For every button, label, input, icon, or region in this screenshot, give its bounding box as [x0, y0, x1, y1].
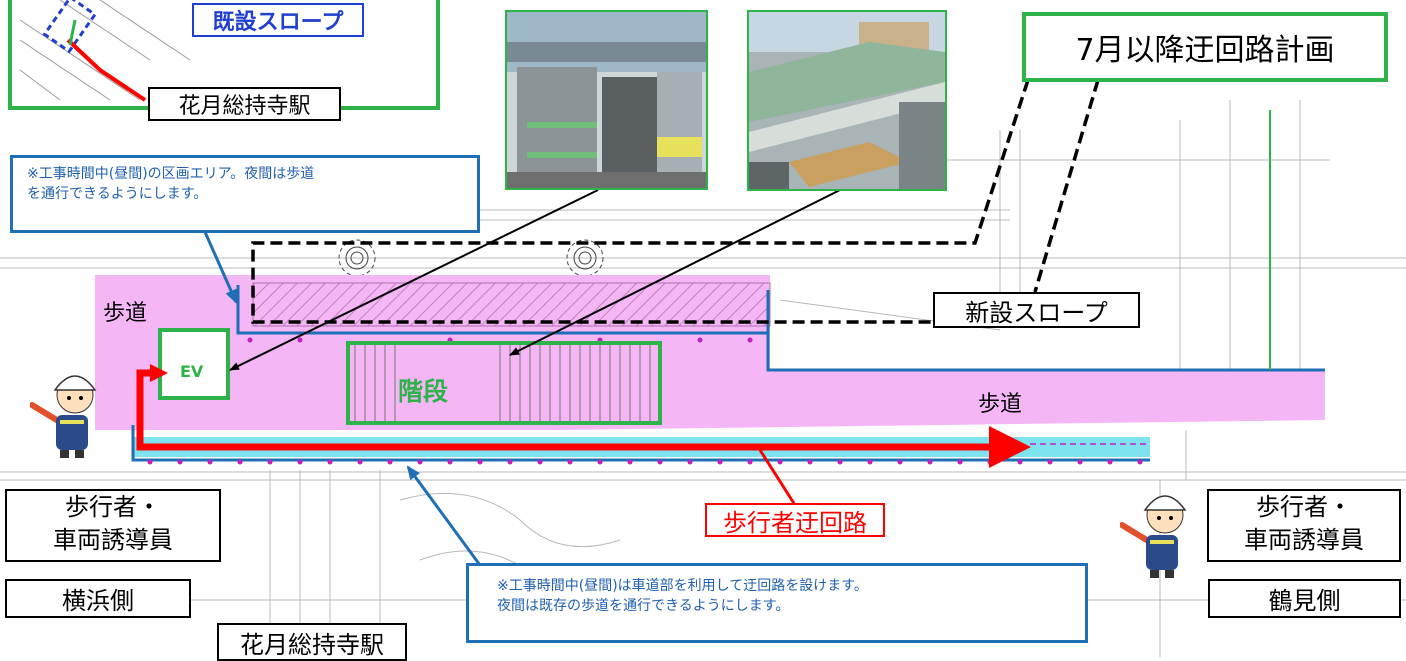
guide-label-left: 歩行者・ 車両誘導員: [5, 489, 221, 562]
ev-frame: [158, 328, 230, 400]
detour-plan-title: 7月以降迂回路計画: [1022, 12, 1388, 82]
detour-plan-outline: [251, 79, 1030, 324]
new-slope-label: 新設スロープ: [933, 292, 1140, 328]
note-construction-zone: ※工事時間中(昼間)の区画エリア。夜間は歩道 を通行できるようにします。: [10, 155, 480, 233]
note-bottom-line2: 夜間は既存の歩道を通行できるようにします。: [497, 598, 790, 614]
note-bottom-line1: ※工事時間中(昼間)は車道部を利用して迂回路を設けます。: [497, 578, 868, 594]
guide-left-line2: 車両誘導員: [53, 526, 173, 554]
traffic-guide-left-icon: [30, 375, 97, 458]
existing-slope-label: 既設スロープ: [192, 3, 364, 37]
guide-left-line1: 歩行者・: [65, 493, 161, 521]
note-top-line2: を通行できるようにします。: [27, 186, 208, 202]
guide-right-line2: 車両誘導員: [1244, 526, 1364, 554]
ev-photo: [505, 10, 708, 190]
construction-zone: [252, 282, 771, 327]
sidewalk-label-left: 歩道: [103, 301, 148, 326]
detour-plan-connector: [1033, 79, 1100, 293]
traffic-guide-right-icon: [1120, 495, 1187, 578]
note-detour: ※工事時間中(昼間)は車道部を利用して迂回路を設けます。 夜間は既存の歩道を通行…: [466, 563, 1088, 643]
station-label-bottom: 花月総持寺駅: [217, 623, 407, 661]
yokohama-side-label: 横浜側: [5, 579, 191, 618]
stairs-treads: [354, 345, 651, 422]
stairs-frame: [346, 341, 662, 425]
sidewalk-label-right: 歩道: [978, 392, 1023, 417]
stairs-label: 階段: [398, 377, 449, 406]
pedestrian-detour-label: 歩行者迂回路: [705, 503, 885, 537]
stairs-photo: [747, 10, 947, 191]
ev-label: EV: [180, 362, 204, 381]
note-top-line1: ※工事時間中(昼間)の区画エリア。夜間は歩道: [27, 166, 315, 182]
guide-right-line1: 歩行者・: [1256, 493, 1352, 521]
dot-row: [147, 337, 1143, 465]
guide-label-right: 歩行者・ 車両誘導員: [1207, 489, 1401, 562]
station-label-top: 花月総持寺駅: [148, 87, 341, 121]
tsurumi-side-label: 鶴見側: [1208, 579, 1401, 618]
